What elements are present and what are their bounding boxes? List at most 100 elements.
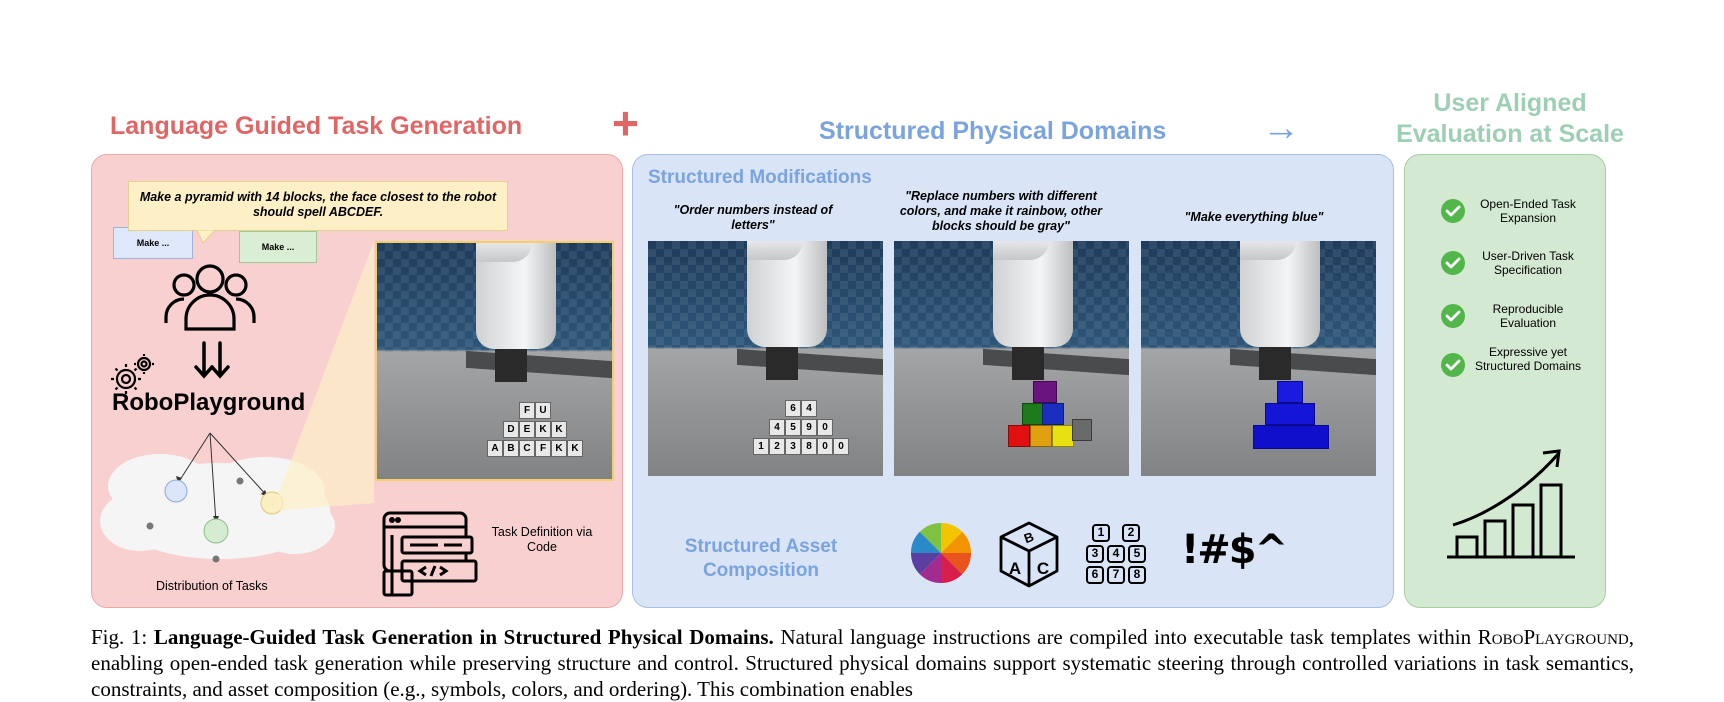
feature-label: User-Driven Task Specification [1482,249,1574,277]
figure-caption: Fig. 1: Language-Guided Task Generation … [91,624,1634,702]
number-grid-cell: 1 [1092,524,1110,542]
feature-label: Reproducible Evaluation [1492,302,1564,330]
gears-icon [111,354,154,394]
arrow-sign: → [1262,107,1300,149]
rainbow-block [1072,419,1092,441]
caption-bold-title: Language-Guided Task Generation in Struc… [153,625,774,649]
check-icon [1441,199,1465,223]
letter-block: A [487,440,503,457]
check-icon [1441,251,1465,275]
growth-chart-icon [1447,449,1575,559]
number-block: 9 [801,419,817,436]
highlight-beam [272,241,374,511]
code-definition-icon [382,511,478,597]
number-block: 2 [769,438,785,455]
number-block: 6 [785,400,801,417]
feature-label: Expressive yet Structured Domains [1474,345,1582,373]
number-block: 0 [833,438,849,455]
speech-bubble-right: Make ... [239,231,317,263]
rainbow-block [1022,403,1044,425]
quote-rainbow: "Replace numbers with different colors, … [899,189,1103,233]
blue-block [1277,381,1303,403]
number-grid-cell: 6 [1086,566,1104,584]
number-grid-cell: 7 [1107,566,1125,584]
title-language-guided: Language Guided Task Generation [110,112,523,140]
speech-bubble-left: Make ... [113,227,193,259]
number-block: 4 [801,400,817,417]
code-label: Task Definition via Code [491,525,593,554]
left-panel: Make ... Make ... Make a pyramid with 14… [91,154,623,608]
number-block: 8 [801,438,817,455]
number-grid-cell: 4 [1107,545,1125,563]
check-icon [1441,353,1465,377]
speech-bubble-right-text: Make ... [261,242,295,252]
sim-image-rainbow [894,241,1129,476]
distribution-label: Distribution of Tasks [156,579,268,593]
number-grid-cell: 2 [1122,524,1140,542]
structured-asset-title: Structured Asset Composition [684,536,838,581]
title-user-aligned-line1: User Aligned [1433,89,1587,117]
users-icon [164,264,256,331]
number-grid-cell: 5 [1128,545,1146,563]
caption-text-2: , enabling open-ended task generation wh… [91,625,1634,701]
letter-block: K [567,440,583,457]
abc-cube-icon: B A C [999,521,1059,588]
blue-block [1253,425,1329,449]
rainbow-block [1033,381,1057,403]
svg-text:C: C [1037,559,1049,578]
rainbow-pyramid [1004,381,1094,466]
number-grid-cell: 8 [1128,566,1146,584]
number-grid-cell: 3 [1086,545,1104,563]
rainbow-block [1042,403,1064,425]
structured-modifications-title: Structured Modifications [648,167,872,188]
number-block: 3 [785,438,801,455]
svg-text:B: B [1022,529,1036,546]
roboplayground-logo-text: RoboPlayground [112,389,306,416]
color-wheel-icon [911,523,971,583]
caption-system-name: RoboPlayground [1477,625,1629,649]
plus-sign: + [612,97,639,149]
quote-make-blue: "Make everything blue" [1184,210,1324,224]
letter-block: F [535,440,551,457]
symbols-icon: !#$^ [1181,527,1288,573]
rainbow-block [1052,425,1074,447]
number-block: 4 [769,419,785,436]
letter-block: B [503,440,519,457]
letter-block: K [551,440,567,457]
letter-block: K [535,421,551,438]
svg-text:A: A [1009,559,1021,578]
number-block: 5 [785,419,801,436]
down-arrows-icon [194,341,230,379]
quote-order-numbers: "Order numbers instead of letters" [673,203,833,232]
feature-label: Open-Ended Task Expansion [1480,197,1576,225]
speech-bubble-left-text: Make ... [136,238,170,248]
blue-pyramid [1253,381,1333,466]
middle-panel: Structured Modifications "Order numbers … [632,154,1394,608]
title-user-aligned-line2: Evaluation at Scale [1396,120,1624,148]
prompt-bubble: Make a pyramid with 14 blocks, the face … [128,181,508,231]
number-block: 0 [817,438,833,455]
blue-block [1265,403,1315,425]
rainbow-block [1030,425,1052,447]
prompt-text: Make a pyramid with 14 blocks, the face … [139,190,497,219]
caption-text-1: Natural language instructions are compil… [780,625,1478,649]
number-block: 0 [817,419,833,436]
caption-label: Fig. 1: [91,625,148,649]
rainbow-block [1008,425,1030,447]
letter-block: D [503,421,519,438]
number-block: 1 [753,438,769,455]
letter-block: U [535,402,551,419]
title-user-aligned: User Aligned Evaluation at Scale [1380,88,1640,150]
letter-block: C [519,440,535,457]
title-structured-domains: Structured Physical Domains [819,117,1167,145]
letter-block: K [551,421,567,438]
letter-block: F [519,402,535,419]
prompt-bubble-tail [197,230,216,244]
letter-block: E [519,421,535,438]
